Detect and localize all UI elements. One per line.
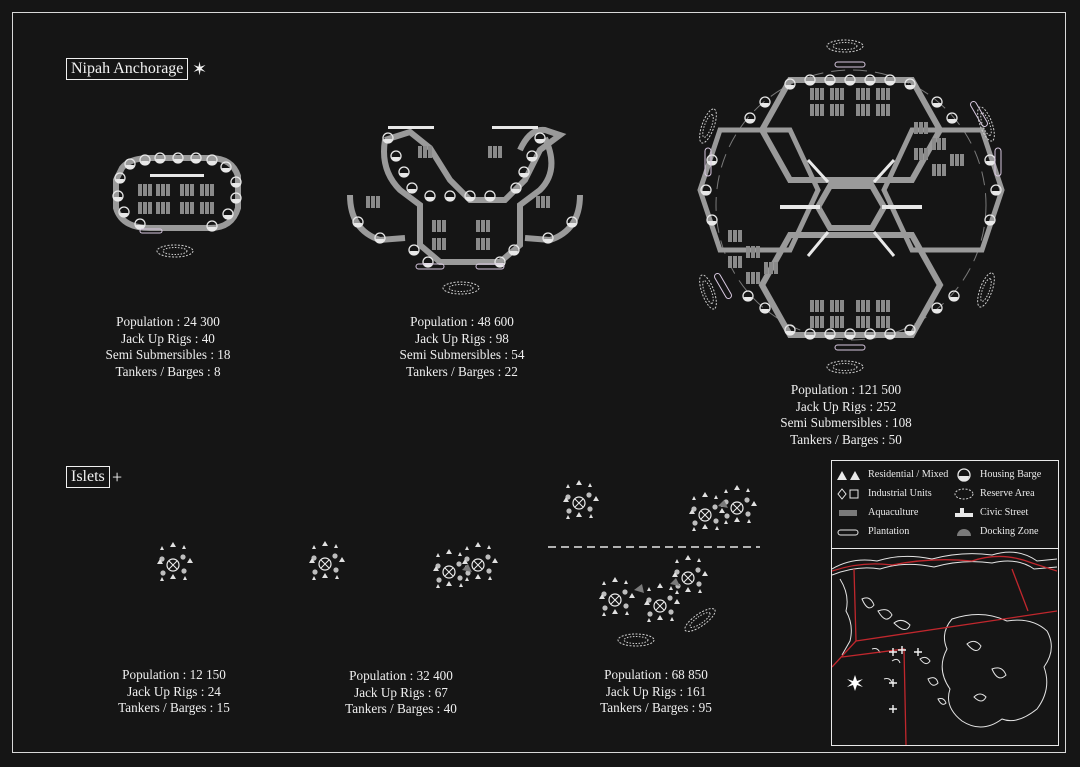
jack-up-value: 24 xyxy=(207,683,221,699)
semi-sub-value: 108 xyxy=(891,415,912,430)
semi-sub-label: Semi Submersibles xyxy=(780,415,882,430)
jack-up-value: 252 xyxy=(876,398,897,414)
tankers-label: Tankers / Barges xyxy=(115,363,204,379)
population-value: 68 850 xyxy=(671,667,708,682)
semi-sub-value: 18 xyxy=(217,347,231,362)
plantation-icon xyxy=(837,529,859,535)
tankers-value: 95 xyxy=(698,700,712,715)
civic-street-icon xyxy=(955,507,973,517)
tankers-label: Tankers / Barges xyxy=(790,431,879,447)
key-map xyxy=(832,551,1057,745)
legend-reserve: Reserve Area xyxy=(954,486,1056,501)
legend-civic-street: Civic Street xyxy=(954,505,1056,520)
islet-config-1-stats: Population : 12 150 Jack Up Rigs : 24 Ta… xyxy=(118,667,230,715)
population-label: Population xyxy=(349,668,407,683)
legend-plantation: Plantation xyxy=(836,524,954,539)
anchorage-config-3-stats: Population : 121 500 Jack Up Rigs : 252 … xyxy=(780,382,912,447)
tankers-value: 8 xyxy=(213,363,221,379)
anchorage-config-3-diagram xyxy=(695,39,1005,374)
jack-up-label: Jack Up Rigs xyxy=(121,330,192,346)
legend-industrial: Industrial Units xyxy=(836,486,954,501)
tankers-value: 50 xyxy=(888,431,902,447)
jack-up-label: Jack Up Rigs xyxy=(415,330,486,346)
legend-docking-zone: Docking Zone xyxy=(954,524,1056,539)
tankers-value: 15 xyxy=(216,700,230,715)
population-value: 121 500 xyxy=(858,382,902,397)
islet-config-2-stats: Population : 32 400 Jack Up Rigs : 67 Ta… xyxy=(345,668,457,716)
docking-zone-icon xyxy=(957,528,971,536)
jack-up-value: 40 xyxy=(201,330,215,346)
nipah-star-marker xyxy=(847,675,863,691)
jack-up-value: 98 xyxy=(495,330,509,346)
legend-housing-barge: Housing Barge xyxy=(954,467,1056,482)
islet-config-1-diagram xyxy=(156,541,194,582)
tankers-label: Tankers / Barges xyxy=(118,700,207,715)
section-title-islets: Islets xyxy=(66,466,110,488)
jack-up-value: 67 xyxy=(434,684,448,700)
aquaculture-icon xyxy=(839,509,857,516)
population-label: Population xyxy=(410,314,468,329)
legend-aquaculture: Aquaculture xyxy=(836,505,954,520)
population-label: Population xyxy=(122,667,180,682)
islets-plus-icon: + xyxy=(112,467,123,487)
population-label: Population xyxy=(604,667,662,682)
population-value: 12 150 xyxy=(189,667,226,682)
jack-up-label: Jack Up Rigs xyxy=(354,684,425,700)
anchorage-config-1-stats: Population : 24 300 Jack Up Rigs : 40 Se… xyxy=(105,314,231,379)
jack-up-label: Jack Up Rigs xyxy=(127,683,198,699)
anchorage-config-2-diagram xyxy=(347,126,583,295)
population-value: 24 300 xyxy=(183,314,220,329)
tankers-label: Tankers / Barges xyxy=(406,363,495,379)
semi-sub-label: Semi Submersibles xyxy=(399,347,502,362)
tankers-value: 40 xyxy=(443,701,457,716)
population-value: 48 600 xyxy=(477,314,514,329)
housing-barge-icon xyxy=(957,467,971,482)
drawing-frame xyxy=(12,12,1066,753)
legend-panel: Residential / Mixed Housing Barge Indust… xyxy=(831,460,1059,746)
jack-up-label: Jack Up Rigs xyxy=(795,398,867,414)
legend-divider xyxy=(832,548,1058,549)
tankers-label: Tankers / Barges xyxy=(345,701,434,716)
islet-config-3-diagram xyxy=(562,479,758,647)
industrial-icon xyxy=(837,487,859,500)
anchorage-star-icon: ✶ xyxy=(192,59,208,79)
semi-sub-label: Semi Submersibles xyxy=(105,347,208,362)
reserve-icon xyxy=(954,488,974,499)
islet-config-2-diagram xyxy=(308,540,499,589)
population-value: 32 400 xyxy=(416,668,453,683)
population-label: Population xyxy=(116,314,174,329)
jack-up-label: Jack Up Rigs xyxy=(605,683,677,699)
anchorage-config-1-diagram xyxy=(112,152,242,258)
legend-residential: Residential / Mixed xyxy=(836,467,954,482)
islet-config-3-stats: Population : 68 850 Jack Up Rigs : 161 T… xyxy=(600,667,712,715)
residential-icon xyxy=(837,470,860,480)
tankers-value: 22 xyxy=(504,363,518,379)
population-label: Population xyxy=(790,382,849,397)
section-title-nipah-anchorage: Nipah Anchorage xyxy=(66,58,189,80)
semi-sub-value: 54 xyxy=(511,347,525,362)
tankers-label: Tankers / Barges xyxy=(600,700,689,715)
anchorage-config-2-stats: Population : 48 600 Jack Up Rigs : 98 Se… xyxy=(399,314,525,379)
jack-up-value: 161 xyxy=(686,683,707,699)
